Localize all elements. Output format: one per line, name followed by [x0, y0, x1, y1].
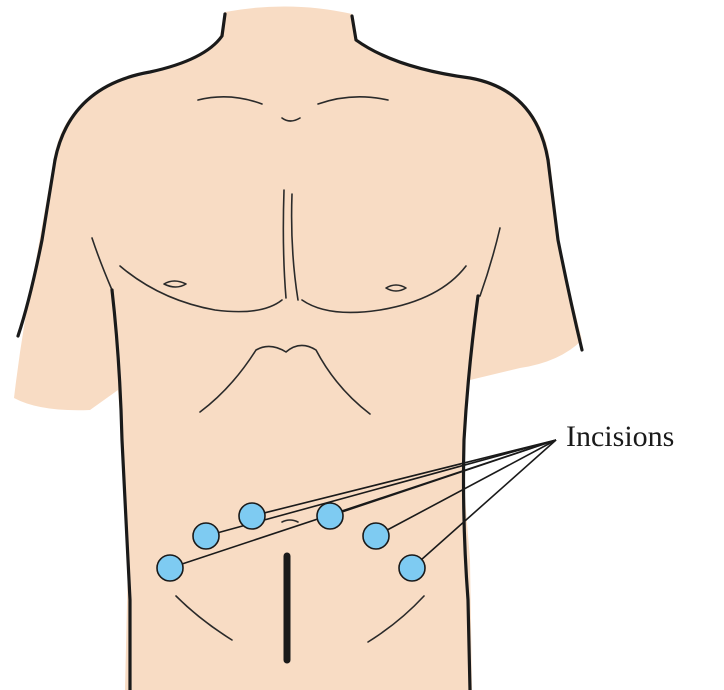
port-incision-6 [399, 555, 425, 581]
torso-skin [14, 6, 582, 690]
port-incision-2 [193, 523, 219, 549]
port-incision-5 [363, 523, 389, 549]
port-incision-4 [317, 503, 343, 529]
port-incision-3 [157, 555, 183, 581]
incisions-callout-label: Incisions [566, 420, 674, 453]
port-incision-1 [239, 503, 265, 529]
